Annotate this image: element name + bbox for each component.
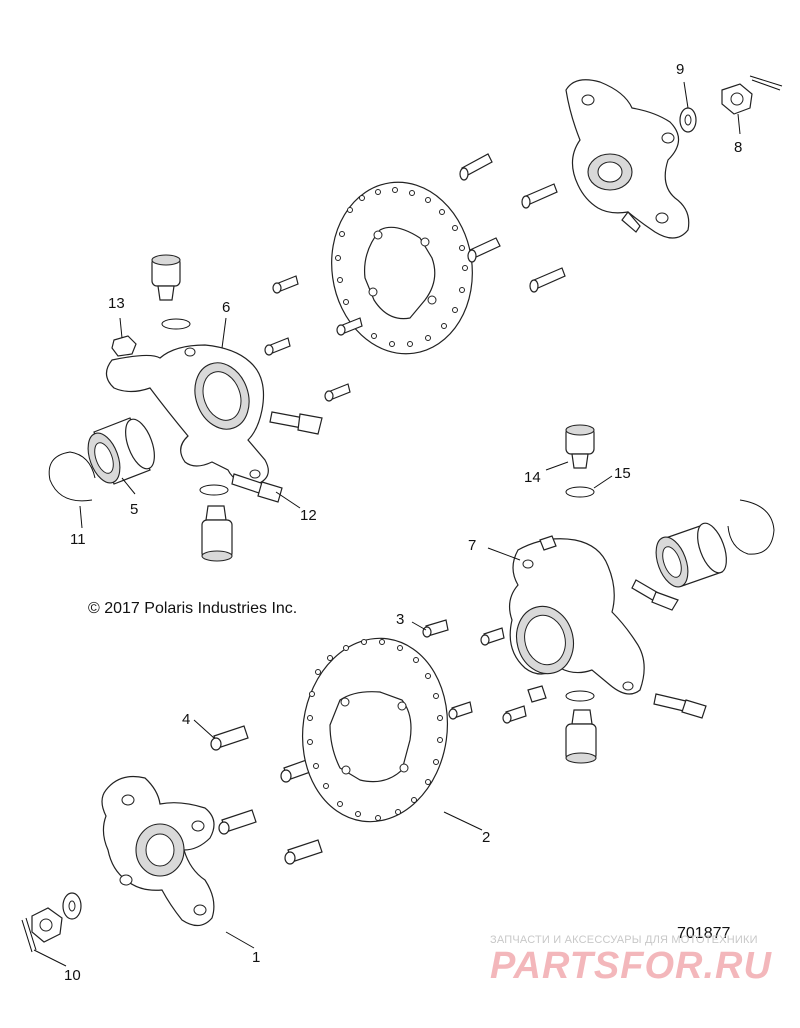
wheel-hub-upper — [565, 79, 690, 239]
washer-9 — [679, 107, 697, 133]
ball-joint-lower-right — [565, 709, 597, 764]
castle-nut-8 — [721, 83, 753, 115]
steering-knuckle-6 — [105, 344, 269, 486]
snap-ring-upper-left — [161, 318, 191, 330]
callout-13: 13 — [108, 295, 125, 312]
bolt-right-bottom — [527, 685, 547, 703]
nut-13 — [111, 335, 137, 357]
steering-knuckle-7 — [508, 538, 645, 695]
disc-lower-holes — [307, 639, 443, 821]
callout-10: 10 — [64, 967, 81, 984]
bolt-right-top — [539, 535, 557, 551]
cotter-pin-10 — [21, 917, 37, 953]
drawing-number: 701877 — [677, 925, 731, 942]
wheel-hub-lower — [101, 775, 215, 927]
callout-1: 1 — [252, 949, 260, 966]
callout-9: 9 — [676, 61, 684, 78]
ball-joint-upper-left — [151, 254, 181, 301]
watermark-subtitle: ЗАПЧАСТИ И АКСЕССУАРЫ ДЛЯ МОТОТЕХНИКИ — [490, 934, 758, 946]
callout-8: 8 — [734, 139, 742, 156]
callout-3: 3 — [396, 611, 404, 628]
callouts: 1 2 3 4 5 6 7 8 9 10 11 12 13 14 15 — [64, 61, 742, 984]
callout-4: 4 — [182, 711, 190, 728]
ball-joint-14 — [565, 424, 595, 469]
bolts-knuckle-upper — [231, 411, 323, 503]
bolts-lower — [210, 619, 527, 865]
callout-2: 2 — [482, 829, 490, 846]
snap-ring-15 — [565, 486, 595, 498]
callout-5: 5 — [130, 501, 138, 518]
brake-disc-upper — [331, 181, 473, 355]
callout-6: 6 — [222, 299, 230, 316]
callout-15: 15 — [614, 465, 631, 482]
snap-ring-11 — [48, 451, 96, 502]
callout-7: 7 — [468, 537, 476, 554]
callout-11: 11 — [70, 531, 86, 548]
snap-ring-lower-right — [565, 690, 595, 702]
bolts-upper — [264, 153, 566, 402]
watermark-logo: PARTSFOR.RU — [490, 945, 772, 987]
snap-ring-right — [727, 499, 775, 555]
brake-disc-lower — [301, 637, 449, 823]
cotter-pin-upper — [749, 75, 783, 91]
castle-nut-lower — [31, 907, 63, 943]
callout-12: 12 — [300, 507, 317, 524]
callout-14: 14 — [524, 469, 541, 486]
copyright-notice: © 2017 Polaris Industries Inc. — [88, 600, 298, 617]
ball-joint-lower-left — [201, 505, 233, 562]
wheel-bearing-right — [655, 522, 727, 588]
wheel-bearing-5 — [87, 417, 155, 485]
leader-lines — [33, 81, 741, 967]
snap-ring-lower-left — [199, 484, 229, 496]
washer-lower — [62, 892, 82, 920]
bolts-knuckle-right — [631, 579, 707, 719]
